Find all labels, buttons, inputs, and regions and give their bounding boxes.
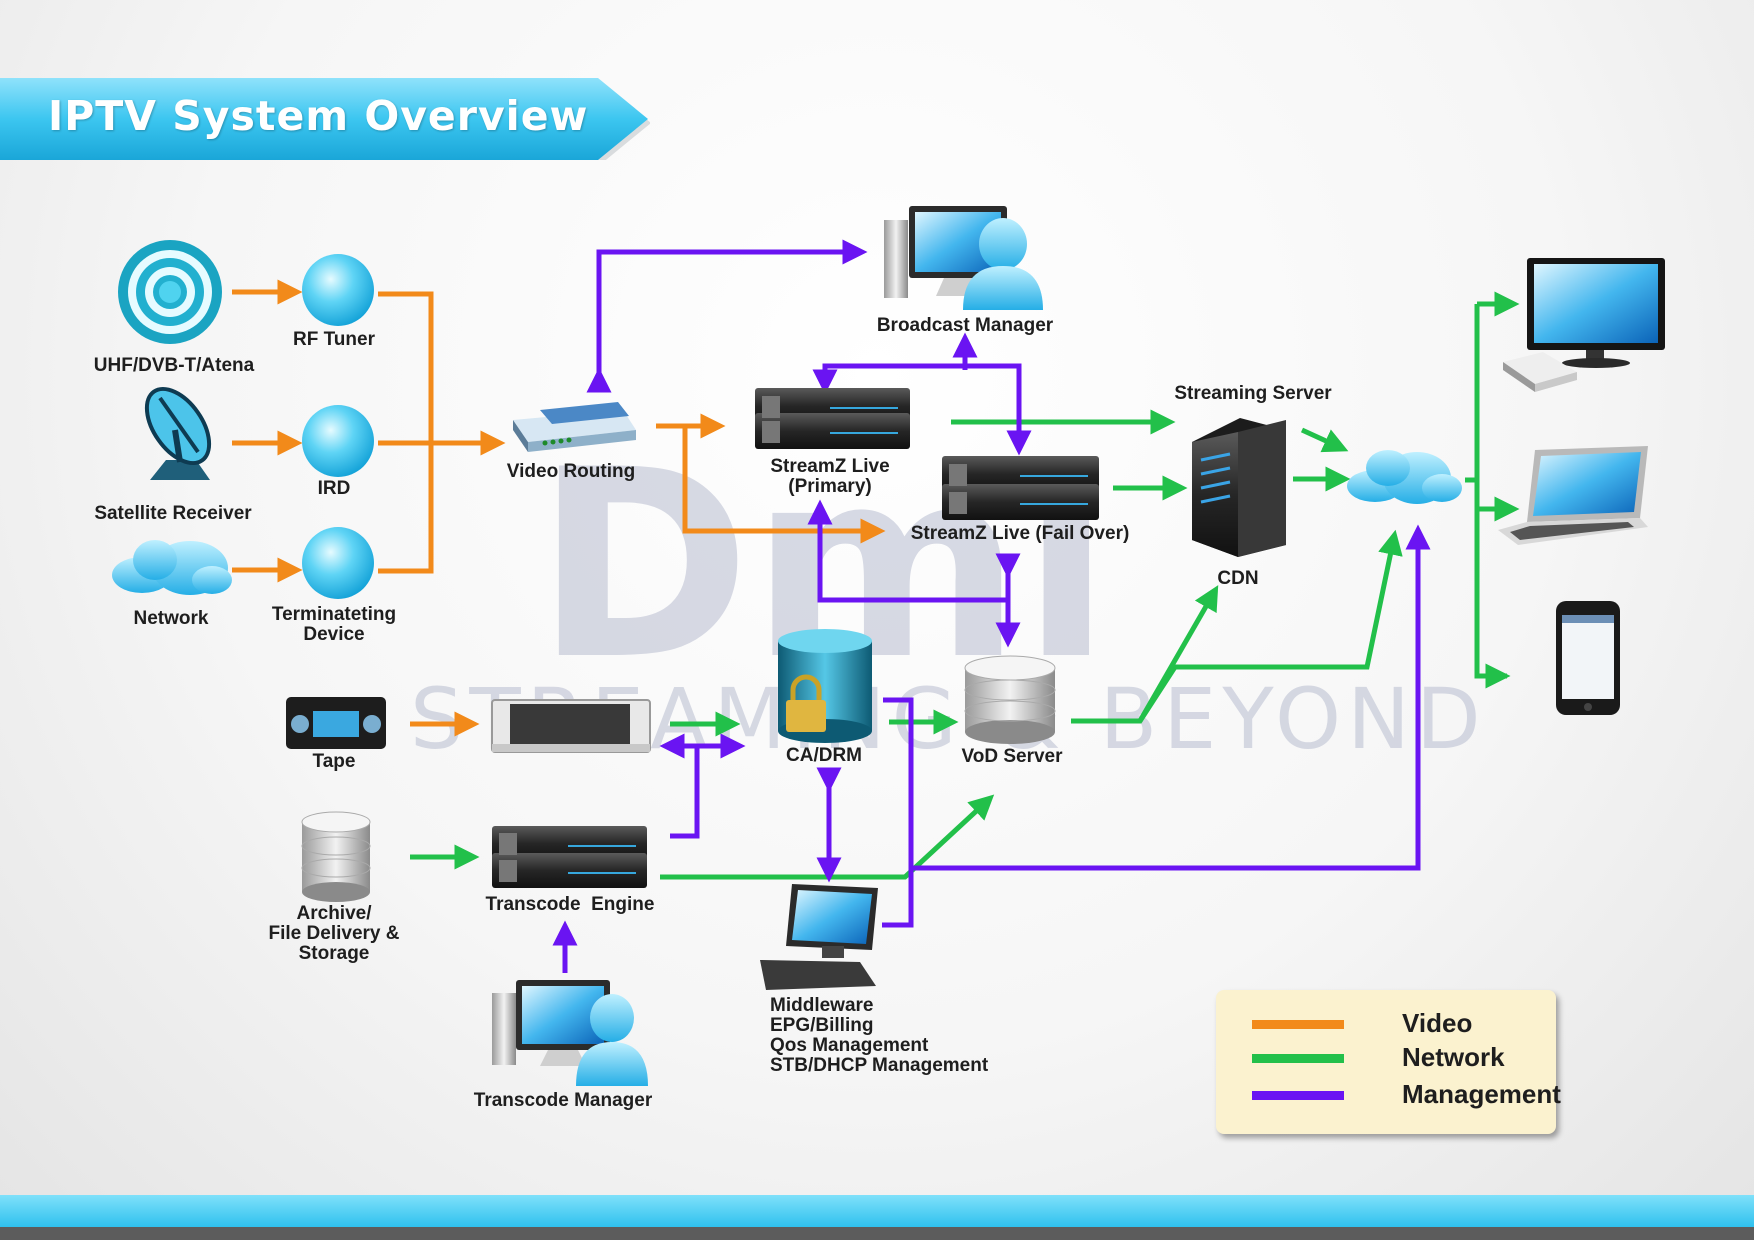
label-ird: IRD bbox=[317, 478, 351, 499]
network-cloud-icon bbox=[112, 540, 232, 595]
legend-swatch-management bbox=[1252, 1091, 1344, 1100]
legend-label-management: Management bbox=[1402, 1079, 1561, 1109]
label-rf-tuner: RF Tuner bbox=[293, 329, 375, 350]
terminating-device-orb-icon bbox=[302, 527, 374, 599]
set-top-box-icon bbox=[1503, 352, 1577, 392]
tape-deck-icon bbox=[286, 697, 386, 749]
network-lines bbox=[410, 291, 1520, 880]
laptop-icon bbox=[1498, 446, 1648, 545]
label-network: Network bbox=[133, 608, 209, 629]
broadcast-manager-icon bbox=[884, 206, 1043, 310]
video-line-routing-streamz bbox=[656, 423, 886, 544]
smartphone-icon bbox=[1556, 601, 1620, 715]
vod-server-database-icon bbox=[964, 655, 1056, 744]
video-lines bbox=[232, 279, 886, 737]
network-line-vod-cdn bbox=[1137, 585, 1219, 723]
label-transcode-manager: Transcode Manager bbox=[473, 1090, 653, 1111]
streamz-primary-server-icon bbox=[755, 388, 910, 449]
label-cdn: CDN bbox=[1217, 568, 1259, 589]
mgmt-line-middleware-cloud bbox=[882, 697, 914, 928]
label-streaming-server: Streaming Server bbox=[1174, 383, 1332, 404]
uhf-antenna-icon bbox=[118, 240, 222, 344]
mgmt-line-transcode-ingest bbox=[670, 743, 700, 839]
label-archive-3: Storage bbox=[298, 943, 370, 964]
label-streamz-failover: StreamZ Live (Fail Over) bbox=[910, 523, 1130, 544]
ingest-server-icon bbox=[491, 699, 651, 753]
mgmt-line-routing-broadcast bbox=[586, 239, 868, 393]
rf-tuner-orb-icon bbox=[302, 254, 374, 326]
footer-bar bbox=[0, 1195, 1754, 1227]
cdn-cloud-icon bbox=[1347, 450, 1462, 504]
label-video-routing: Video Routing bbox=[506, 461, 636, 482]
label-middleware-line: EPG/Billing bbox=[770, 1015, 874, 1036]
label-middleware-line: Qos Management bbox=[770, 1035, 929, 1056]
label-vod-server: VoD Server bbox=[961, 746, 1063, 767]
label-middleware: Middleware EPG/Billing Qos Management ST… bbox=[770, 996, 988, 1076]
page-title: IPTV System Overview bbox=[48, 92, 589, 140]
label-streamz-primary-2: (Primary) bbox=[788, 476, 872, 497]
label-archive-2: File Delivery & bbox=[268, 923, 400, 944]
legend: Video Network Management bbox=[1216, 990, 1561, 1134]
network-line-transcode-vod bbox=[660, 794, 995, 880]
network-line-vod-cloud bbox=[1071, 529, 1403, 724]
legend-swatch-video bbox=[1252, 1020, 1344, 1029]
network-line-streaming-cloud-a bbox=[1300, 427, 1349, 453]
middleware-computer-icon bbox=[760, 884, 878, 990]
transcode-manager-icon bbox=[492, 980, 648, 1086]
mgmt-line-mw-bus bbox=[911, 524, 1431, 871]
label-archive-1: Archive/ bbox=[296, 903, 372, 924]
label-middleware-line: Middleware bbox=[770, 995, 874, 1016]
label-broadcast-manager: Broadcast Manager bbox=[876, 315, 1054, 336]
streaming-server-tower-icon bbox=[1192, 418, 1286, 557]
mgmt-line-bm-failover bbox=[965, 363, 1032, 456]
label-streamz-primary-1: StreamZ Live bbox=[770, 456, 890, 477]
management-lines bbox=[552, 239, 1431, 973]
legend-swatch-network bbox=[1252, 1054, 1344, 1063]
satellite-dish-icon bbox=[144, 386, 212, 480]
tv-monitor-icon bbox=[1527, 258, 1665, 368]
streamz-failover-server-icon bbox=[942, 456, 1099, 520]
video-router-icon bbox=[513, 402, 636, 452]
video-bus-left bbox=[378, 291, 434, 574]
title-banner bbox=[0, 78, 650, 160]
label-middleware-line: STB/DHCP Management bbox=[770, 1055, 989, 1076]
mgmt-line-broadcast-streamz bbox=[812, 363, 968, 395]
label-terminating-device-1: Terminateting bbox=[271, 604, 397, 625]
legend-label-network: Network bbox=[1402, 1042, 1505, 1072]
ird-orb-icon bbox=[302, 405, 374, 477]
label-uhf: UHF/DVB-T/Atena bbox=[93, 355, 255, 376]
footer-strip bbox=[0, 1227, 1754, 1240]
label-tape: Tape bbox=[312, 751, 356, 772]
ca-drm-database-icon bbox=[778, 629, 872, 743]
label-ca-drm: CA/DRM bbox=[786, 745, 862, 766]
legend-label-video: Video bbox=[1402, 1008, 1473, 1038]
label-terminating-device-2: Device bbox=[303, 624, 365, 645]
label-transcode-engine: Transcode Engine bbox=[485, 894, 655, 915]
transcode-engine-server-icon bbox=[492, 826, 647, 888]
archive-storage-icon bbox=[301, 811, 371, 902]
label-satellite-receiver: Satellite Receiver bbox=[94, 503, 252, 524]
